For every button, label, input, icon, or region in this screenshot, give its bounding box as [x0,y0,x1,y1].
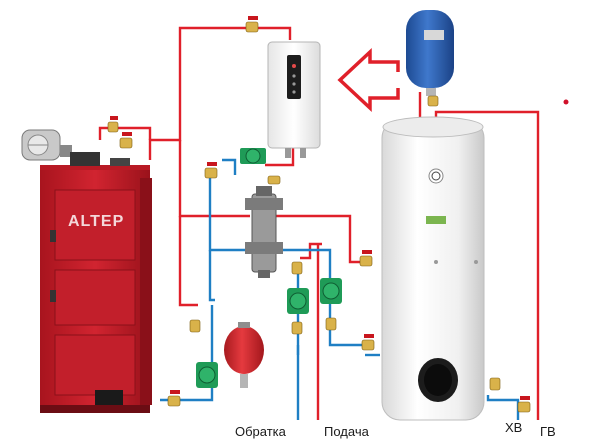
flow-arrow [337,47,400,113]
hot-water-label: ГВ [540,424,556,439]
pump-heating-circuit [287,288,309,314]
hydraulic-separator [245,186,283,278]
pump-top [240,148,266,164]
supply-line-label: Подача [324,424,369,439]
pump-boiler-return [196,362,218,388]
expansion-vessel-blue [406,10,454,96]
solid-fuel-boiler [21,129,152,413]
valve-handles [110,16,530,400]
hot-water-tank [381,116,485,421]
return-line-label: Обратка [235,424,286,439]
indicator-dot [563,99,569,105]
expansion-vessel-red [224,322,264,388]
electric-boiler [267,41,321,158]
cold-water-label: ХВ [505,420,523,435]
supply-pipes [98,26,540,420]
pump-tank-circuit [320,278,342,304]
ball-valves [107,21,531,413]
boiler-brand-label: ALTEP [68,213,124,230]
